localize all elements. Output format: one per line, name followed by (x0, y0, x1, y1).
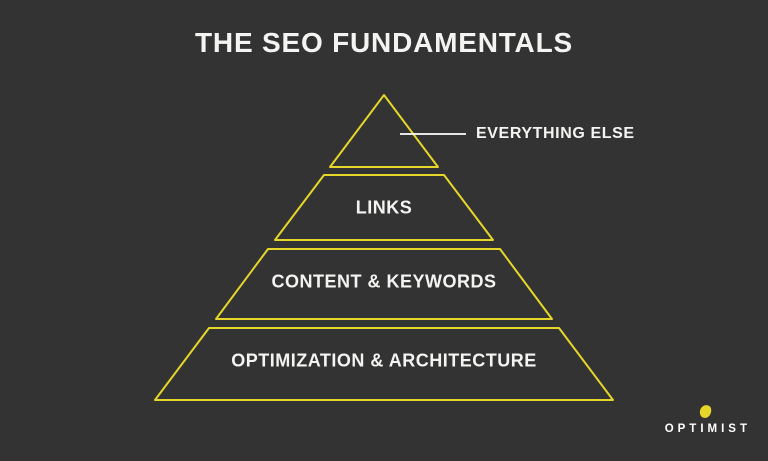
pyramid-tier-optimization-architecture (154, 327, 614, 401)
optimist-dot-icon (698, 403, 714, 420)
pyramid-tier-content-keywords (215, 248, 553, 320)
page-title: THE SEO FUNDAMENTALS (195, 27, 573, 58)
tier-label-content-keywords: CONTENT & KEYWORDS (271, 271, 497, 292)
callout-label-everything-else: EVERYTHING ELSE (476, 125, 635, 142)
optimist-logo-text: OPTIMIST (664, 423, 751, 435)
pyramid-tier-links (274, 174, 494, 241)
tier-label-optimization-architecture: OPTIMIZATION & ARCHITECTURE (231, 350, 537, 371)
pyramid-tier-top (329, 94, 439, 168)
tier-label-links: LINKS (355, 197, 413, 218)
optimist-logo: OPTIMIST (665, 403, 747, 435)
